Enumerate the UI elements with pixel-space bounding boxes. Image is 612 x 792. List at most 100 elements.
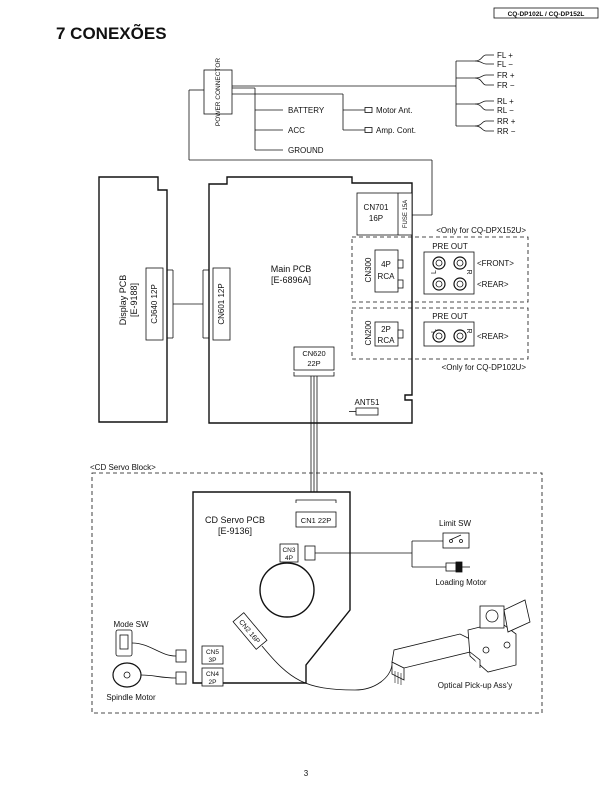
cn300-tab-top — [397, 259, 404, 269]
display-pcb-name: Display PCB — [118, 275, 128, 326]
limit-sw-label: Limit SW — [439, 519, 471, 528]
battery-label: BATTERY — [288, 106, 325, 115]
cn3-plug — [304, 545, 316, 561]
cn701-name: CN701 — [364, 203, 389, 212]
optical-pickup-label: Optical Pick-up Ass'y — [438, 681, 512, 690]
loading-motor-plug — [445, 562, 457, 572]
cn200-pins: 2P — [381, 325, 391, 334]
amp-cont-terminal — [364, 127, 373, 133]
mode-sw-wiring — [131, 642, 177, 657]
cn4-pins: 2P — [209, 679, 217, 686]
cn601-connector — [212, 267, 231, 341]
spindle-motor-hub — [123, 671, 131, 679]
pre-out-152-title: PRE OUT — [432, 242, 468, 251]
speaker-fr-plus: FR + — [497, 71, 515, 80]
cj640-label: CJ640 12P — [150, 284, 159, 324]
cn620-cn1-ribbon — [310, 376, 318, 500]
optical-pickup-assy — [391, 599, 531, 681]
speaker-rr-minus: RR − — [497, 127, 516, 136]
cn300-type: RCA — [378, 272, 396, 281]
cn300-tab-bottom — [397, 279, 404, 289]
cn620-name: CN620 — [302, 349, 325, 358]
display-pcb-board — [98, 176, 168, 423]
pre-out-152-jacks — [432, 256, 467, 291]
motor-ant-label: Motor Ant. — [376, 106, 412, 115]
cn620-connector — [293, 346, 335, 371]
cn1-connector — [295, 511, 337, 528]
cn5-plug — [175, 649, 187, 663]
speaker-fl-minus: FL − — [497, 60, 513, 69]
pre-out-102-note: <Only for CQ-DP102U> — [442, 363, 527, 372]
pre-out-152-region — [351, 236, 529, 303]
pre-out-152-r: R — [465, 269, 472, 274]
main-pcb-board — [208, 176, 413, 424]
cd-servo-block-region — [91, 472, 543, 714]
power-connector-label: POWER CONNECTOR — [215, 58, 222, 126]
pre-out-102-r: R — [465, 328, 472, 333]
pre-out-152-front: <FRONT> — [477, 259, 514, 268]
spindle-motor-wiring — [140, 674, 177, 679]
cn620-pins: 22P — [307, 359, 320, 368]
cn3-connector — [279, 543, 299, 563]
cn300-connector — [374, 249, 399, 293]
fuse-label: FUSE 15A — [403, 200, 409, 228]
cn701-pins: 16P — [369, 214, 383, 223]
cj640-connector — [145, 267, 164, 341]
display-pcb-code: [E-9188] — [129, 283, 139, 317]
main-pcb-code: [E-6896A] — [271, 275, 311, 285]
cn200-tab — [397, 329, 404, 339]
display-main-ribbon — [167, 269, 209, 339]
pre-out-152-rear: <REAR> — [477, 280, 509, 289]
cd-servo-pcb-board — [192, 491, 351, 684]
power-connector-box — [203, 69, 233, 115]
pre-out-102-jacks — [432, 329, 467, 343]
section-title: 7 CONEXÕES — [56, 23, 167, 43]
cn4-name: CN4 — [206, 671, 219, 678]
cn701-connector — [356, 192, 413, 236]
power-wiring — [188, 54, 494, 215]
mode-sw-label: Mode SW — [113, 620, 149, 629]
pre-out-152-l: L — [431, 270, 438, 274]
pre-out-102-l: L — [431, 329, 438, 333]
ant51-jack — [355, 407, 379, 416]
cn5-connector — [201, 645, 224, 665]
pre-out-102-title: PRE OUT — [432, 312, 468, 321]
cd-servo-pcb-name: CD Servo PCB — [205, 515, 265, 525]
cn5-name: CN5 — [206, 649, 219, 656]
ground-label: GROUND — [288, 146, 324, 155]
cn300-name: CN300 — [364, 257, 373, 282]
speaker-fr-minus: FR − — [497, 81, 515, 90]
cn601-label: CN601 12P — [217, 283, 226, 324]
loading-motor-label: Loading Motor — [435, 578, 486, 587]
cn3-name: CN3 — [282, 547, 295, 554]
model-tag-box — [493, 7, 599, 19]
limit-sw-body — [442, 532, 470, 549]
cn4-connector — [201, 667, 224, 687]
pre-out-102-jack-panel — [423, 321, 475, 347]
cn5-pins: 3P — [209, 657, 217, 664]
pre-out-102-region — [351, 307, 529, 360]
cd-servo-pcb-code: [E-9136] — [218, 526, 252, 536]
cn3-wiring — [315, 540, 446, 568]
acc-label: ACC — [288, 126, 305, 135]
speaker-rr-plus: RR + — [497, 117, 516, 126]
mode-sw-body — [115, 629, 133, 657]
speaker-fl-plus: FL + — [497, 51, 513, 60]
cd-servo-block-label: <CD Servo Block> — [90, 463, 156, 472]
model-tag: CQ-DP102L / CQ-DP152L — [508, 11, 585, 18]
disc-spindle-circle — [259, 562, 315, 618]
pre-out-102-rear: <REAR> — [477, 332, 509, 341]
amp-cont-label: Amp. Cont. — [376, 126, 416, 135]
cn300-pins: 4P — [381, 260, 391, 269]
spindle-motor-label: Spindle Motor — [106, 693, 156, 702]
mode-sw-icon — [119, 634, 129, 650]
cn3-pins: 4P — [285, 555, 293, 562]
loading-motor-icon — [455, 561, 463, 573]
cn1-label: CN1 22P — [301, 516, 331, 525]
cn200-name: CN200 — [364, 320, 373, 345]
cn4-plug — [175, 671, 187, 685]
ant51-label: ANT51 — [355, 398, 380, 407]
pre-out-152-note: <Only for CQ-DPX152U> — [436, 226, 526, 235]
